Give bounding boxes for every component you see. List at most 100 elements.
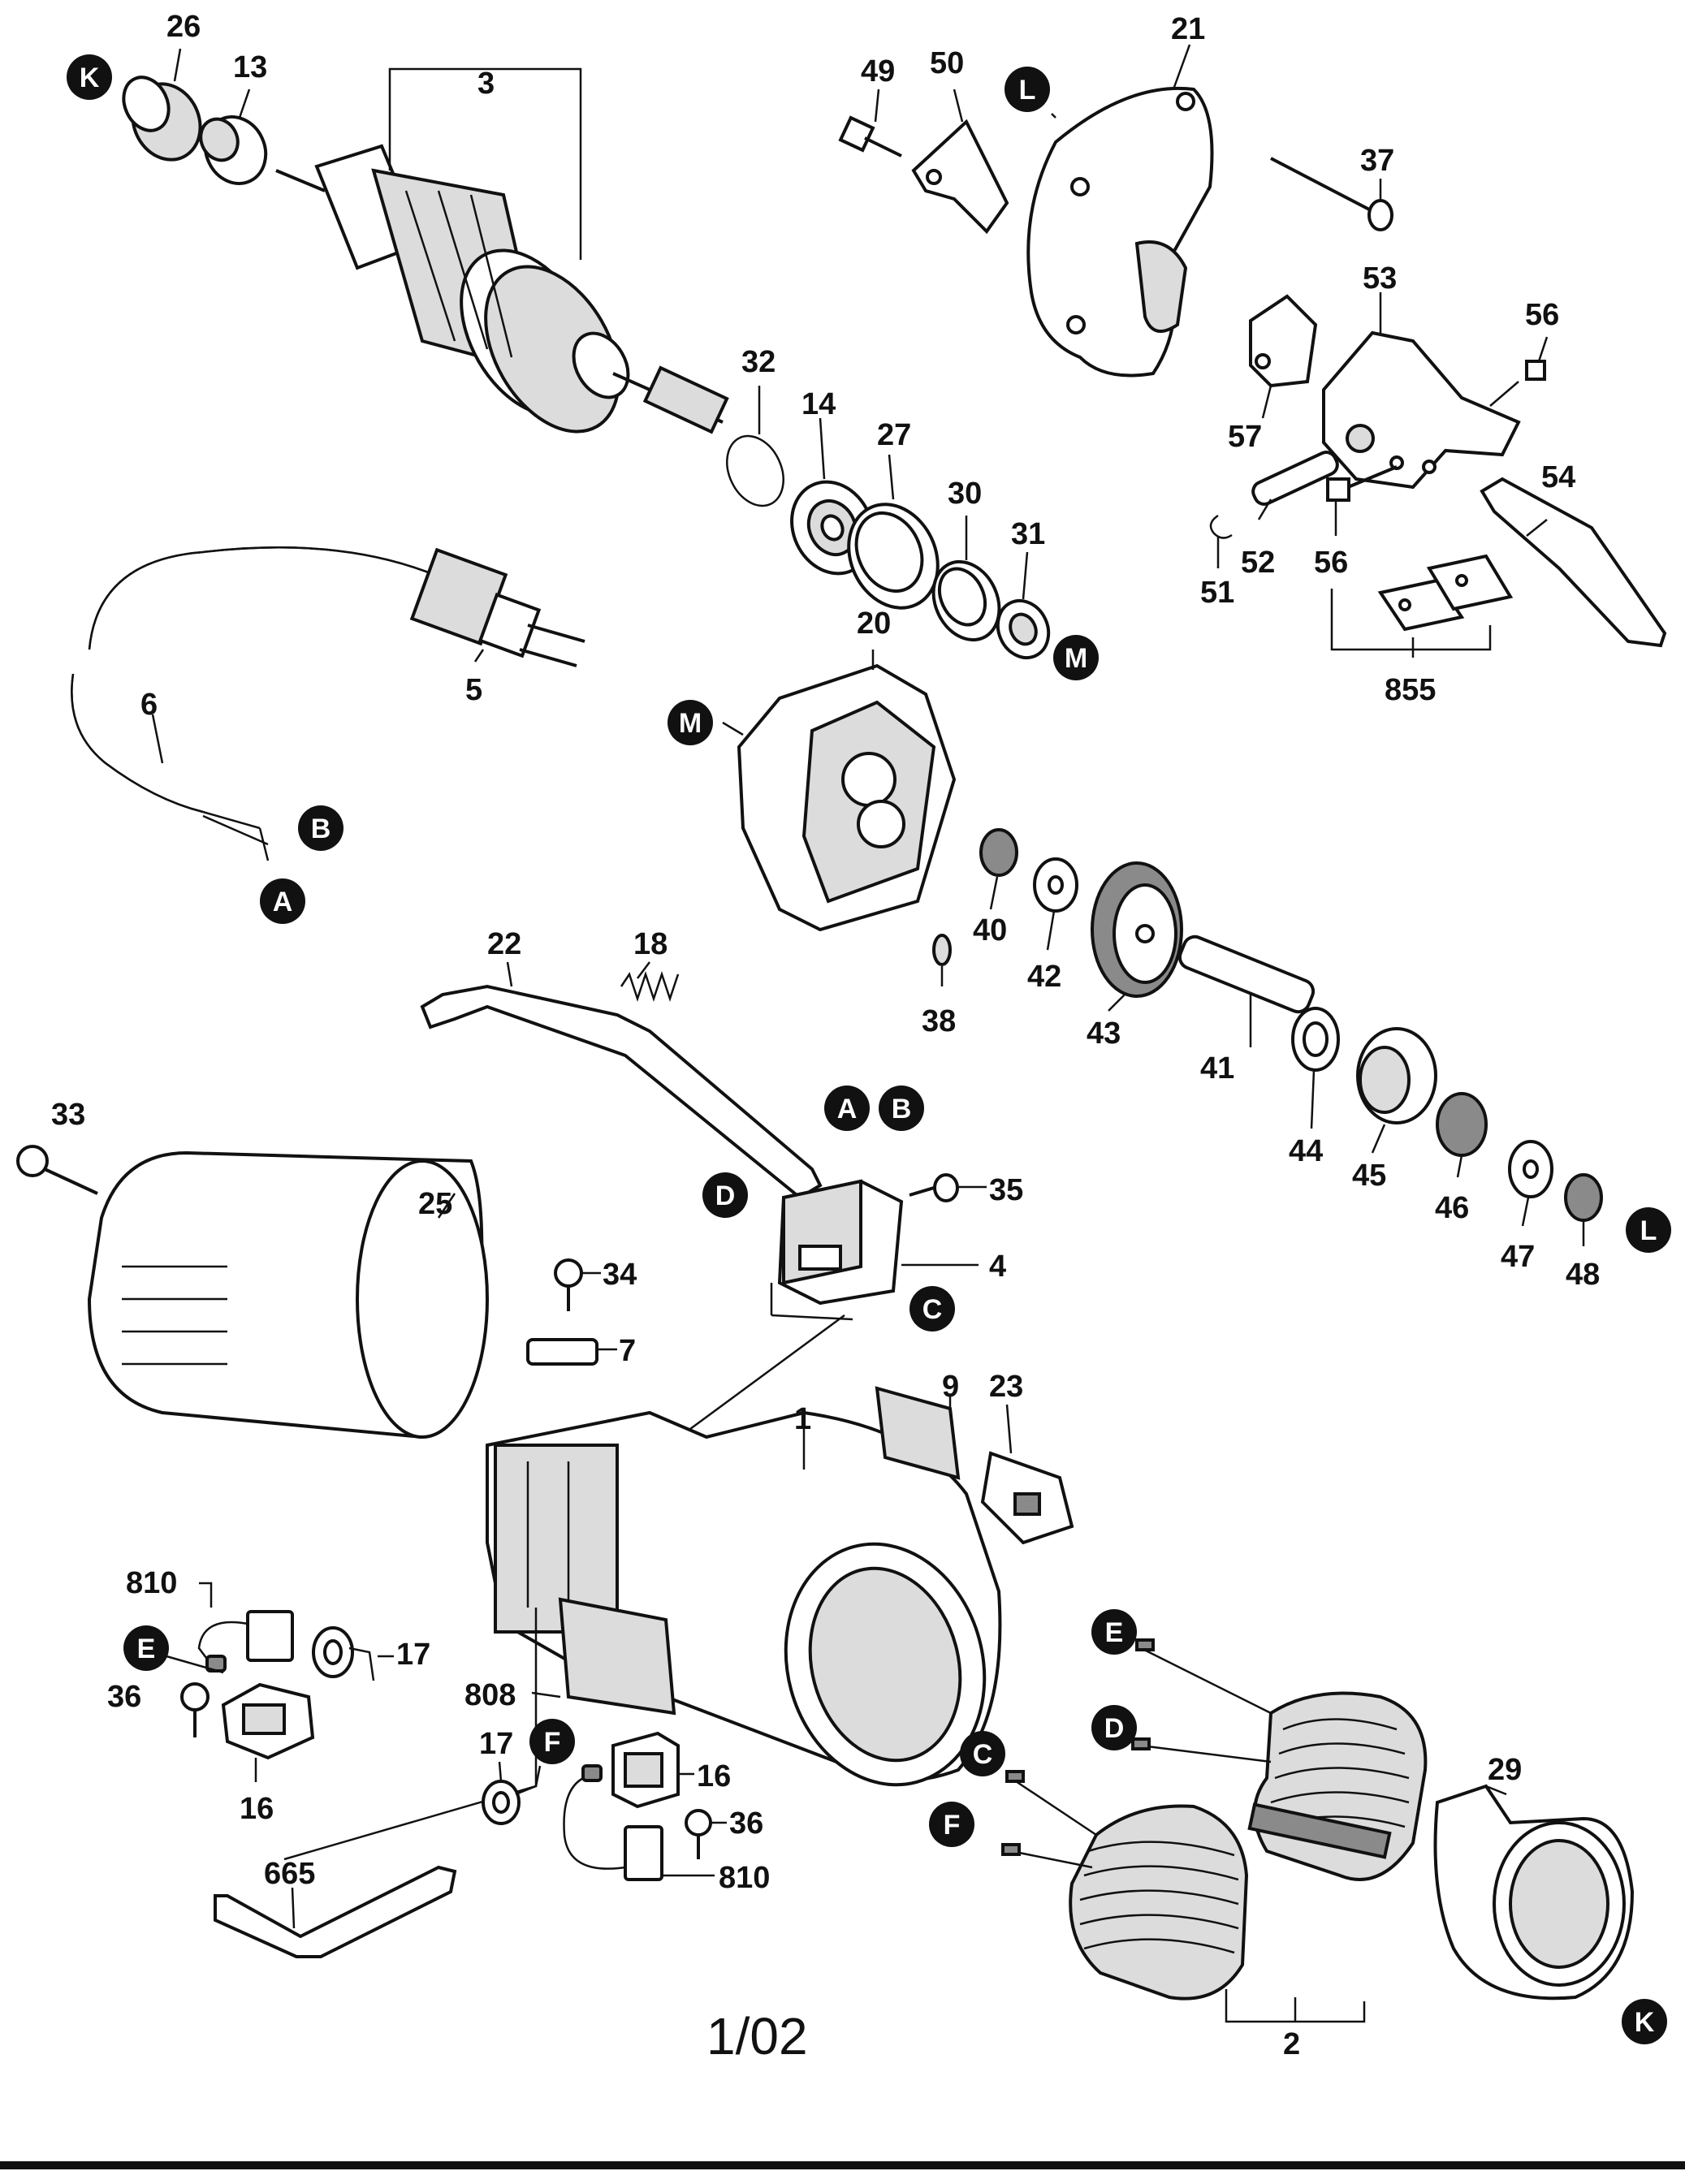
part-30-sleeve	[931, 559, 1001, 642]
label-38: 38	[922, 1004, 956, 1038]
part-14-bearing	[790, 480, 875, 576]
callout-e-field: E	[1091, 1609, 1137, 1655]
label-34: 34	[603, 1258, 637, 1292]
front-housing-group	[838, 44, 1393, 378]
part-3-armature	[275, 144, 729, 434]
label-44: 44	[1289, 1134, 1323, 1168]
label-53: 53	[1363, 261, 1397, 296]
label-810-left: 810	[126, 1566, 177, 1600]
callout-f-brush: F	[529, 1719, 575, 1764]
label-56-mid: 56	[1314, 546, 1348, 580]
part-53-holder	[1322, 330, 1521, 490]
svg-text:A: A	[273, 887, 293, 917]
footer-code: 1/02	[706, 2007, 808, 2065]
brush-left-group	[166, 1582, 394, 1782]
part-17-spring-left	[312, 1626, 375, 1681]
callout-m-bearing: M	[1053, 635, 1099, 680]
callout-f-field: F	[929, 1802, 974, 1847]
label-5: 5	[465, 673, 482, 707]
label-6: 6	[140, 688, 158, 722]
callout-markers: K L M B A M A B D C L E F E D C F K	[67, 54, 1671, 2044]
part-18-spring	[620, 971, 680, 1002]
part-33-screw	[16, 1145, 98, 1195]
label-21: 21	[1171, 12, 1205, 46]
part-34-screw	[554, 1258, 583, 1311]
svg-text:M: M	[1065, 643, 1087, 674]
svg-text:K: K	[80, 63, 100, 93]
svg-text:L: L	[1019, 75, 1036, 106]
motor-cover-group	[16, 1145, 617, 1439]
label-47: 47	[1501, 1240, 1535, 1274]
svg-text:E: E	[137, 1634, 156, 1664]
label-46: 46	[1435, 1191, 1469, 1225]
label-29: 29	[1488, 1753, 1522, 1787]
svg-text:C: C	[973, 1739, 993, 1770]
label-808: 808	[464, 1678, 516, 1712]
callout-c-field: C	[960, 1731, 1005, 1776]
part-57-clip	[1249, 294, 1318, 388]
svg-text:E: E	[1105, 1617, 1124, 1648]
part-49-screw	[838, 115, 902, 158]
part-9-label	[875, 1386, 961, 1480]
part-54-blade	[1480, 477, 1667, 648]
label-17-left: 17	[396, 1638, 430, 1672]
part-29-baffle	[1433, 1784, 1635, 2001]
part-56-screw-top	[1489, 360, 1546, 407]
svg-text:F: F	[544, 1727, 561, 1758]
part-50-bracket	[911, 119, 1009, 235]
label-40: 40	[973, 913, 1007, 947]
callout-m-housing: M	[668, 700, 713, 745]
part-47-washer	[1508, 1140, 1553, 1198]
callout-k-baffle: K	[1622, 1999, 1667, 2044]
callout-k-top: K	[67, 54, 112, 100]
part-1-motor-housing	[486, 1410, 1002, 1787]
part-23-button	[980, 1451, 1074, 1545]
svg-text:K: K	[1635, 2007, 1655, 2038]
callout-d-switch: D	[702, 1172, 748, 1218]
label-52: 52	[1241, 546, 1275, 580]
bearing-stack-group	[726, 386, 1051, 660]
label-3: 3	[477, 67, 495, 101]
label-855: 855	[1385, 673, 1436, 707]
label-1: 1	[794, 1402, 811, 1436]
part-25-cover	[87, 1150, 489, 1439]
part-16-holder-left	[221, 1682, 315, 1760]
svg-text:M: M	[679, 708, 702, 739]
label-14: 14	[801, 387, 836, 421]
part-7-clamp	[526, 1338, 598, 1366]
part-21-housing	[1026, 86, 1214, 378]
callout-l-bearing: L	[1626, 1207, 1671, 1253]
callout-e-brush: E	[123, 1625, 169, 1671]
label-49: 49	[861, 54, 895, 88]
part-number-labels: 26 13 3 49 50 21 37 53 56 57 32 14 27 30…	[51, 10, 1600, 2061]
part-48-bearing	[1564, 1173, 1603, 1222]
part-855-plates	[1377, 554, 1514, 632]
label-810-right: 810	[719, 1861, 770, 1895]
svg-text:L: L	[1640, 1215, 1657, 1246]
part-56-screw-mid	[1326, 465, 1398, 502]
part-43-gear	[1091, 861, 1183, 998]
svg-text:A: A	[837, 1094, 858, 1124]
label-4: 4	[989, 1250, 1006, 1284]
part-2-field-upper	[1247, 1691, 1428, 1881]
svg-text:D: D	[715, 1180, 736, 1211]
label-36-right: 36	[729, 1806, 763, 1841]
label-13: 13	[233, 50, 267, 84]
callout-b-switch: B	[879, 1086, 924, 1131]
label-45: 45	[1352, 1159, 1386, 1193]
callout-l-top: L	[1005, 67, 1050, 112]
part-4-switch	[777, 1179, 904, 1306]
svg-text:B: B	[892, 1094, 912, 1124]
part-44-washer	[1291, 1007, 1340, 1072]
callout-a-cord: A	[260, 878, 305, 924]
label-48: 48	[1566, 1258, 1600, 1292]
callout-c-switch: C	[909, 1286, 955, 1332]
label-9: 9	[942, 1370, 959, 1404]
label-30: 30	[948, 477, 982, 511]
label-54: 54	[1541, 460, 1575, 494]
label-43: 43	[1087, 1016, 1121, 1051]
svg-text:B: B	[311, 814, 331, 844]
callout-a-switch: A	[824, 1086, 870, 1131]
part-2-field-lower	[1069, 1804, 1249, 2001]
part-27-sleeve	[847, 503, 940, 610]
